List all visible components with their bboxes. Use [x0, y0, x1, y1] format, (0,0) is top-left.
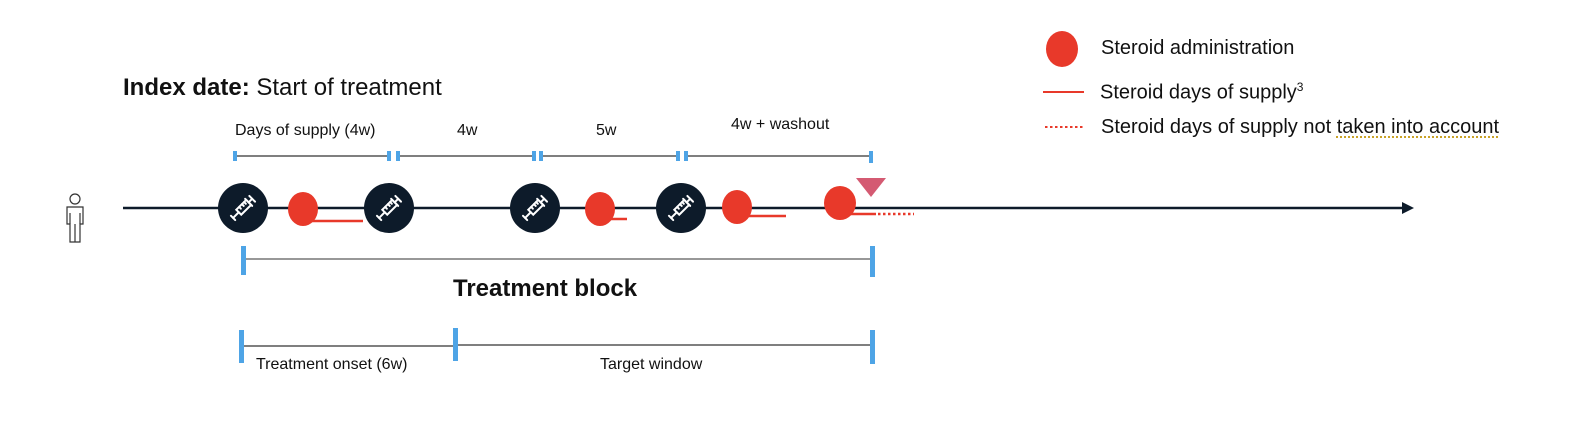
legend-steroid-supply-label: Steroid days of supply — [1100, 81, 1297, 104]
injection-circle — [218, 183, 268, 233]
injection-event — [218, 183, 268, 233]
legend-symbols — [1043, 31, 1084, 128]
footnote-marker: 3 — [1296, 80, 1304, 94]
syringe-icon — [229, 194, 257, 222]
bracket-tick — [870, 330, 875, 364]
index-date-label: Index date: — [123, 74, 250, 101]
injection-circle — [364, 183, 414, 233]
bracket-tick — [453, 328, 458, 361]
index-date-title: Index date: Start of treatment — [123, 74, 442, 102]
legend-not-counted-label: Steroid days of supply not — [1101, 116, 1337, 138]
segment-label-2: 4w — [457, 122, 478, 139]
steroid-administration-dot — [288, 192, 318, 226]
injection-event — [656, 183, 706, 233]
treatment-block-title: Treatment block — [453, 275, 638, 302]
legend-steroid-supply: Steroid days of supply3 — [1100, 80, 1303, 105]
treatment-onset-label: Treatment onset (6w) — [256, 356, 408, 373]
bracket-tick — [239, 330, 244, 363]
injection-circle — [656, 183, 706, 233]
legend-steroid-supply-not-counted: Steroid days of supply not taken into ac… — [1101, 116, 1499, 139]
bracket-tick — [870, 246, 875, 277]
bracket-tick — [532, 151, 536, 161]
bracket-tick — [676, 151, 680, 161]
steroid-dots — [288, 186, 856, 226]
treatment-block-bracket — [241, 246, 875, 277]
bracket-tick — [233, 151, 237, 161]
target-window-label: Target window — [600, 356, 703, 373]
segment-label-1: Days of supply (4w) — [235, 122, 376, 139]
legend-not-counted-underlined: taken into account — [1336, 116, 1500, 138]
bracket-tick — [539, 151, 543, 161]
bracket-tick — [869, 151, 873, 163]
injection-event — [510, 183, 560, 233]
bracket-tick — [684, 151, 688, 161]
legend-red-dot-icon — [1046, 31, 1078, 67]
syringe-icon — [521, 194, 549, 222]
steroid-administration-dot — [824, 186, 856, 220]
bracket-tick — [396, 151, 400, 161]
syringe-icon — [667, 194, 695, 222]
end-of-block-triangle-icon — [856, 178, 886, 197]
bracket-tick — [387, 151, 391, 161]
syringe-icon — [375, 194, 403, 222]
injection-event — [364, 183, 414, 233]
steroid-administration-dot — [585, 192, 615, 226]
steroid-administration-dot — [722, 190, 752, 224]
arrow-right-icon — [1402, 202, 1414, 214]
bracket-tick — [241, 246, 246, 275]
legend-steroid-administration: Steroid administration — [1101, 37, 1295, 59]
segment-label-3: 5w — [596, 122, 617, 139]
index-date-value: Start of treatment — [249, 74, 442, 101]
segment-label-4: 4w + washout — [731, 116, 830, 133]
person-icon — [66, 193, 84, 243]
injection-circle — [510, 183, 560, 233]
sub-period-brackets — [239, 328, 875, 364]
supply-brackets — [233, 151, 873, 163]
